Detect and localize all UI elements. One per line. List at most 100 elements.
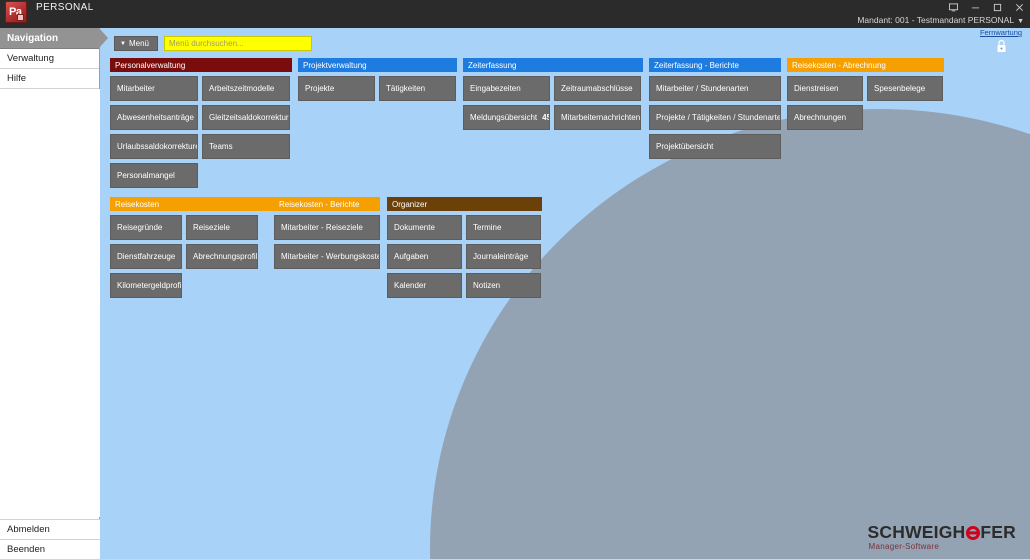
tile-dienstreisen[interactable]: Dienstreisen bbox=[787, 76, 863, 101]
tile-label: Spesenbelege bbox=[874, 84, 926, 93]
tile-label: Kalender bbox=[394, 281, 427, 290]
tile-label: Projektübersicht bbox=[656, 142, 714, 151]
tile-mitarbeiter[interactable]: Mitarbeiter bbox=[110, 76, 198, 101]
tile-label: Abrechnungen bbox=[794, 113, 847, 122]
sidebar-item-hilfe[interactable]: Hilfe bbox=[0, 69, 99, 89]
tile-projekte-tätigkeiten-stundenarten[interactable]: Projekte / Tätigkeiten / Stundenarten bbox=[649, 105, 781, 130]
tile-projekte[interactable]: Projekte bbox=[298, 76, 375, 101]
tile-teams[interactable]: Teams bbox=[202, 134, 290, 159]
tile-abwesenheitsanträge[interactable]: Abwesenheitsanträge0 bbox=[110, 105, 198, 130]
tile-label: Tätigkeiten bbox=[386, 84, 426, 93]
tile-termine[interactable]: Termine bbox=[466, 215, 541, 240]
maximize-icon[interactable] bbox=[986, 0, 1008, 14]
tile-group-header: Organizer bbox=[387, 197, 542, 211]
tile-label: Kilometergeldprofile bbox=[117, 281, 182, 290]
app-logo-icon: Pa bbox=[5, 1, 27, 23]
tile-mitarbeiternachrichten[interactable]: Mitarbeiternachrichten bbox=[554, 105, 641, 130]
tile-eingabezeiten[interactable]: Eingabezeiten bbox=[463, 76, 550, 101]
tile-label: Dienstreisen bbox=[794, 84, 839, 93]
tile-meldungsübersicht[interactable]: Meldungsübersicht45 bbox=[463, 105, 550, 130]
fernwartung-link[interactable]: Fernwartung bbox=[979, 28, 1023, 37]
tile-label: Abwesenheitsanträge bbox=[117, 113, 194, 122]
brand-tagline: Manager-Software bbox=[868, 542, 940, 551]
tile-notizen[interactable]: Notizen bbox=[466, 273, 541, 298]
tile-group-header: Reisekosten - Berichte bbox=[274, 197, 380, 211]
tile-label: Mitarbeiternachrichten bbox=[561, 113, 641, 122]
tile-reiseziele[interactable]: Reiseziele bbox=[186, 215, 258, 240]
sidebar-item-label: Verwaltung bbox=[7, 53, 55, 64]
tile-label: Projekte / Tätigkeiten / Stundenarten bbox=[656, 113, 781, 122]
tile-tätigkeiten[interactable]: Tätigkeiten bbox=[379, 76, 456, 101]
background-decoration-shape bbox=[430, 109, 1030, 559]
padlock-icon[interactable] bbox=[996, 39, 1007, 53]
display-icon[interactable] bbox=[942, 0, 964, 14]
tile-label: Personalmangel bbox=[117, 171, 175, 180]
tile-zeitraumabschlüsse[interactable]: Zeitraumabschlüsse bbox=[554, 76, 641, 101]
tile-projektübersicht[interactable]: Projektübersicht bbox=[649, 134, 781, 159]
close-icon[interactable] bbox=[1008, 0, 1030, 14]
tile-journaleinträge[interactable]: Journaleinträge bbox=[466, 244, 541, 269]
sidebar-item-label: Beenden bbox=[7, 544, 46, 555]
menu-button[interactable]: ▼ Menü bbox=[114, 36, 158, 51]
main-content: ▼ Menü Fernwartung PersonalverwaltungMit… bbox=[100, 28, 1030, 559]
tile-kalender[interactable]: Kalender bbox=[387, 273, 462, 298]
tile-label: Notizen bbox=[473, 281, 501, 290]
window-controls bbox=[942, 0, 1030, 14]
tile-reisegründe[interactable]: Reisegründe bbox=[110, 215, 182, 240]
tile-label: Mitarbeiter bbox=[117, 84, 155, 93]
menu-button-label: Menü bbox=[128, 39, 149, 48]
tile-group-header: Reisekosten bbox=[110, 197, 278, 211]
navigation-title: Navigation bbox=[7, 32, 59, 44]
tile-urlaubssaldokorrekturen[interactable]: Urlaubssaldokorrekturen bbox=[110, 134, 198, 159]
navigation-header: Navigation bbox=[0, 28, 108, 49]
tile-aufgaben[interactable]: Aufgaben bbox=[387, 244, 462, 269]
tile-label: Journaleinträge bbox=[473, 252, 529, 261]
tile-label: Mitarbeiter - Reiseziele bbox=[281, 223, 363, 232]
mandant-label: Mandant: 001 - Testmandant PERSONAL bbox=[857, 15, 1015, 25]
tile-mitarbeiter-stundenarten[interactable]: Mitarbeiter / Stundenarten bbox=[649, 76, 781, 101]
search-input[interactable] bbox=[163, 36, 312, 51]
tile-mitarbeiter-werbungskosten[interactable]: Mitarbeiter - Werbungskosten bbox=[274, 244, 380, 269]
tile-group-title: Personalverwaltung bbox=[115, 60, 186, 70]
tile-personalmangel[interactable]: Personalmangel bbox=[110, 163, 198, 188]
sidebar-bottom-actions: Abmelden Beenden bbox=[0, 519, 100, 559]
tile-dokumente[interactable]: Dokumente bbox=[387, 215, 462, 240]
tile-label: Teams bbox=[209, 142, 233, 151]
sidebar-arrow-shape bbox=[99, 28, 108, 48]
mandant-selector[interactable]: Mandant: 001 - Testmandant PERSONAL▼ bbox=[857, 15, 1024, 25]
tile-group-header: Reisekosten - Abrechnung bbox=[787, 58, 944, 72]
tile-mitarbeiter-reiseziele[interactable]: Mitarbeiter - Reiseziele bbox=[274, 215, 380, 240]
tile-label: Reiseziele bbox=[193, 223, 230, 232]
tile-gleitzeitsaldokorrekturen[interactable]: Gleitzeitsaldokorrekturen bbox=[202, 105, 290, 130]
sidebar-item-abmelden[interactable]: Abmelden bbox=[0, 519, 100, 539]
sidebar-item-label: Hilfe bbox=[7, 73, 27, 84]
tile-abrechnungen[interactable]: Abrechnungen bbox=[787, 105, 863, 130]
brand-part-2: FER bbox=[980, 521, 1016, 542]
tile-dienstfahrzeuge[interactable]: Dienstfahrzeuge bbox=[110, 244, 182, 269]
chevron-down-icon: ▼ bbox=[1017, 18, 1024, 25]
brand-part-1: SCHWEIGH bbox=[867, 521, 966, 542]
tile-label: Meldungsübersicht bbox=[470, 113, 538, 122]
minimize-icon[interactable] bbox=[964, 0, 986, 14]
sidebar-item-verwaltung[interactable]: Verwaltung bbox=[0, 49, 99, 69]
brand-o-ring-icon bbox=[965, 526, 980, 541]
tile-label: Dienstfahrzeuge bbox=[117, 252, 176, 261]
title-bar: Pa PERSONAL Mandant: 001 - Testm bbox=[0, 0, 1030, 28]
tile-arbeitszeitmodelle[interactable]: Arbeitszeitmodelle bbox=[202, 76, 290, 101]
brand-logo: SCHWEIGH FER Manager-Software bbox=[867, 521, 1016, 551]
tile-abrechnungsprofile[interactable]: Abrechnungsprofile bbox=[186, 244, 258, 269]
tile-group-title: Projektverwaltung bbox=[303, 60, 367, 70]
tile-spesenbelege[interactable]: Spesenbelege bbox=[867, 76, 943, 101]
tile-kilometergeldprofile[interactable]: Kilometergeldprofile bbox=[110, 273, 182, 298]
sidebar-item-beenden[interactable]: Beenden bbox=[0, 539, 100, 559]
